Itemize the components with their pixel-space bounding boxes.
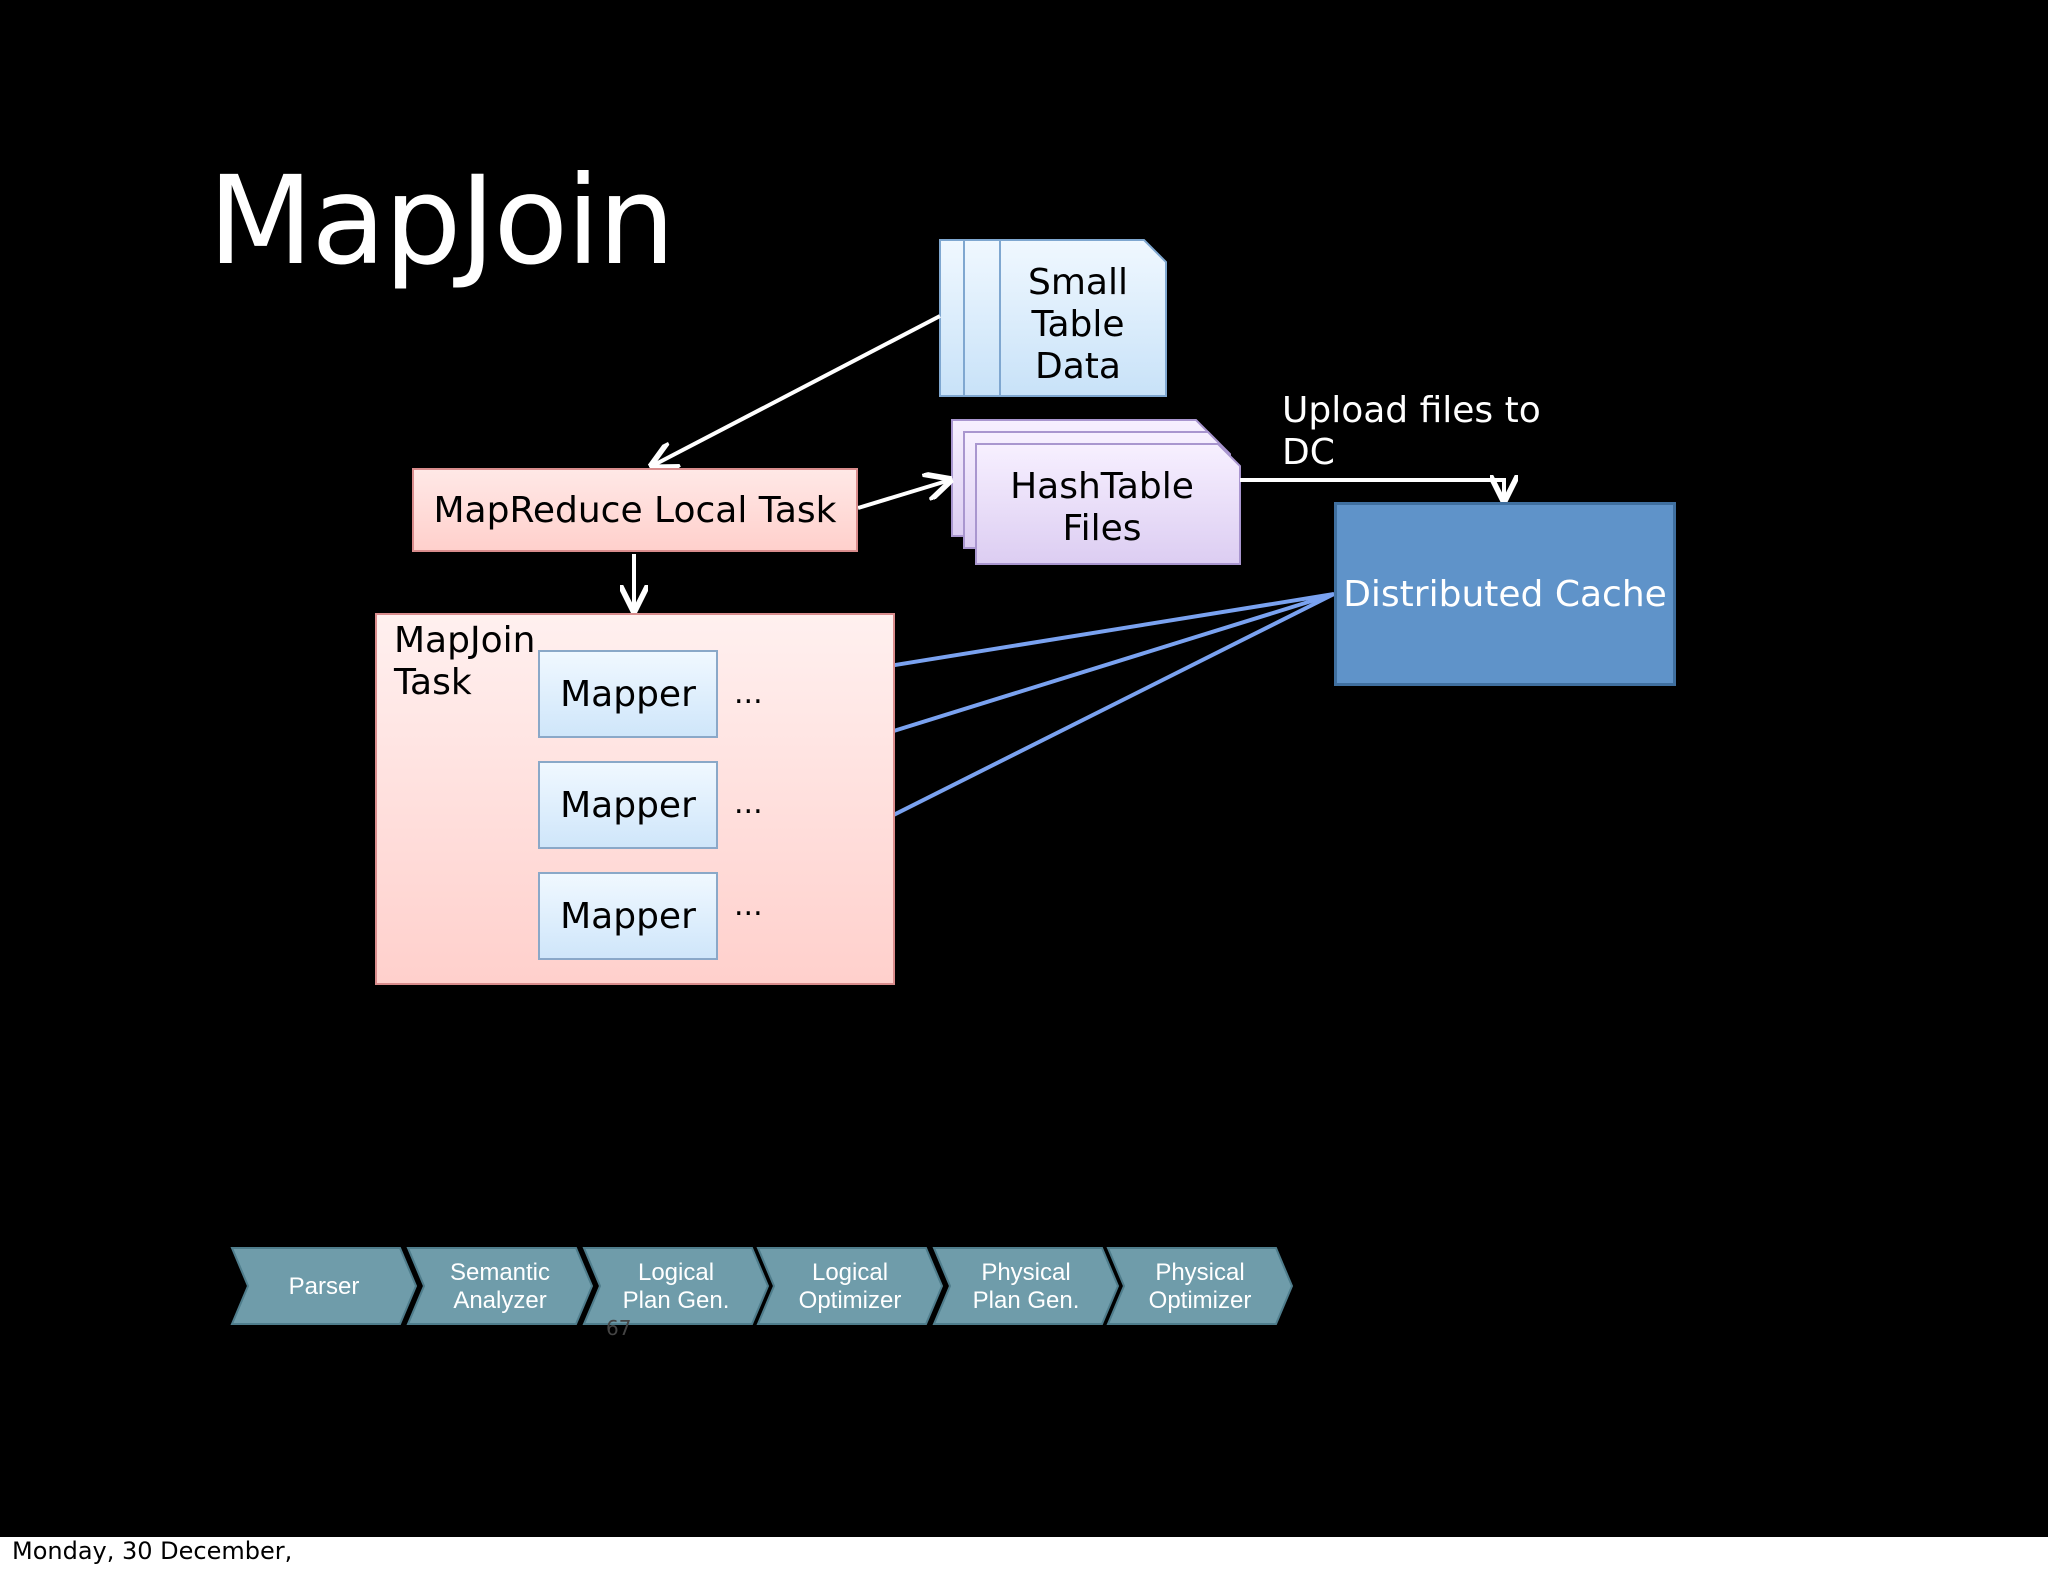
slide: MapJoin: [0, 0, 2048, 1537]
pipeline-step-label: Plan Gen.: [973, 1287, 1080, 1314]
mapreduce-local-task: MapReduce Local Task: [412, 468, 858, 552]
pipeline-step-label: Optimizer: [1149, 1287, 1252, 1314]
slide-title: MapJoin: [208, 150, 675, 292]
mapper-ellipsis-2: ...: [734, 786, 763, 821]
mapper-box-3: Mapper: [538, 872, 718, 960]
pipeline-step-label: Plan Gen.: [623, 1287, 730, 1314]
mapper-box-2: Mapper: [538, 761, 718, 849]
mapper-box-1: Mapper: [538, 650, 718, 738]
small-table-line-2: Table: [1031, 304, 1125, 345]
small-table-data-stack: [939, 239, 1167, 397]
mapjoin-task-line-2: Task: [394, 662, 472, 703]
pipeline-step-label: Logical: [638, 1259, 714, 1286]
pipeline-step-logical-optimizer: Logical Optimizer: [756, 1247, 944, 1325]
pipeline-step-physical-optimizer: Physical Optimizer: [1106, 1247, 1294, 1325]
mapper-ellipsis-1: ...: [734, 676, 763, 711]
hashtable-line-2: Files: [1062, 508, 1142, 549]
pipeline-step-parser: Parser: [230, 1247, 418, 1325]
small-table-line-3: Data: [1035, 346, 1121, 387]
small-table-data-label: Small Table Data: [1000, 262, 1156, 388]
hashtable-files-stack: [951, 419, 1241, 565]
hashtable-line-1: HashTable: [1010, 466, 1194, 507]
pipeline-step-label: Optimizer: [799, 1287, 902, 1314]
page-number: 67: [606, 1316, 632, 1340]
arrow-smalltable-to-localtask: [652, 314, 941, 466]
pipeline-step-label: Physical: [1155, 1259, 1244, 1286]
pipeline-step-label: Analyzer: [453, 1287, 546, 1314]
pipeline-step-semantic-analyzer: Semantic Analyzer: [406, 1247, 594, 1325]
pipeline-step-label: Parser: [289, 1273, 360, 1300]
footer-date: Monday, 30 December,: [12, 1537, 293, 1565]
pipeline-step-label: Physical: [981, 1259, 1070, 1286]
upload-line-1: Upload files to: [1282, 390, 1541, 431]
upload-label: Upload files to DC: [1282, 390, 1541, 474]
small-table-line-1: Small: [1028, 262, 1128, 303]
pipeline-step-label: Semantic: [450, 1259, 550, 1286]
arrow-localtask-to-hashtable: [857, 480, 950, 510]
pipeline-step-physical-plan-gen: Physical Plan Gen.: [932, 1247, 1120, 1325]
hashtable-files-label: HashTable Files: [976, 466, 1228, 550]
mapjoin-task-line-1: MapJoin: [394, 620, 536, 661]
pipeline: Parser Semantic Analyzer Logical Plan Ge…: [230, 1247, 1294, 1325]
mapper-ellipsis-3: ...: [734, 888, 763, 923]
mapjoin-task-label: MapJoin Task: [394, 620, 535, 704]
arrow-hashtable-to-dc: [1240, 480, 1504, 500]
diagram-canvas: Parser Semantic Analyzer Logical Plan Ge…: [230, 239, 2048, 1325]
pipeline-step-logical-plan-gen: Logical Plan Gen.: [582, 1247, 770, 1325]
distributed-cache: Distributed Cache: [1334, 502, 1676, 686]
pipeline-step-label: Logical: [812, 1259, 888, 1286]
upload-line-2: DC: [1282, 432, 1335, 473]
